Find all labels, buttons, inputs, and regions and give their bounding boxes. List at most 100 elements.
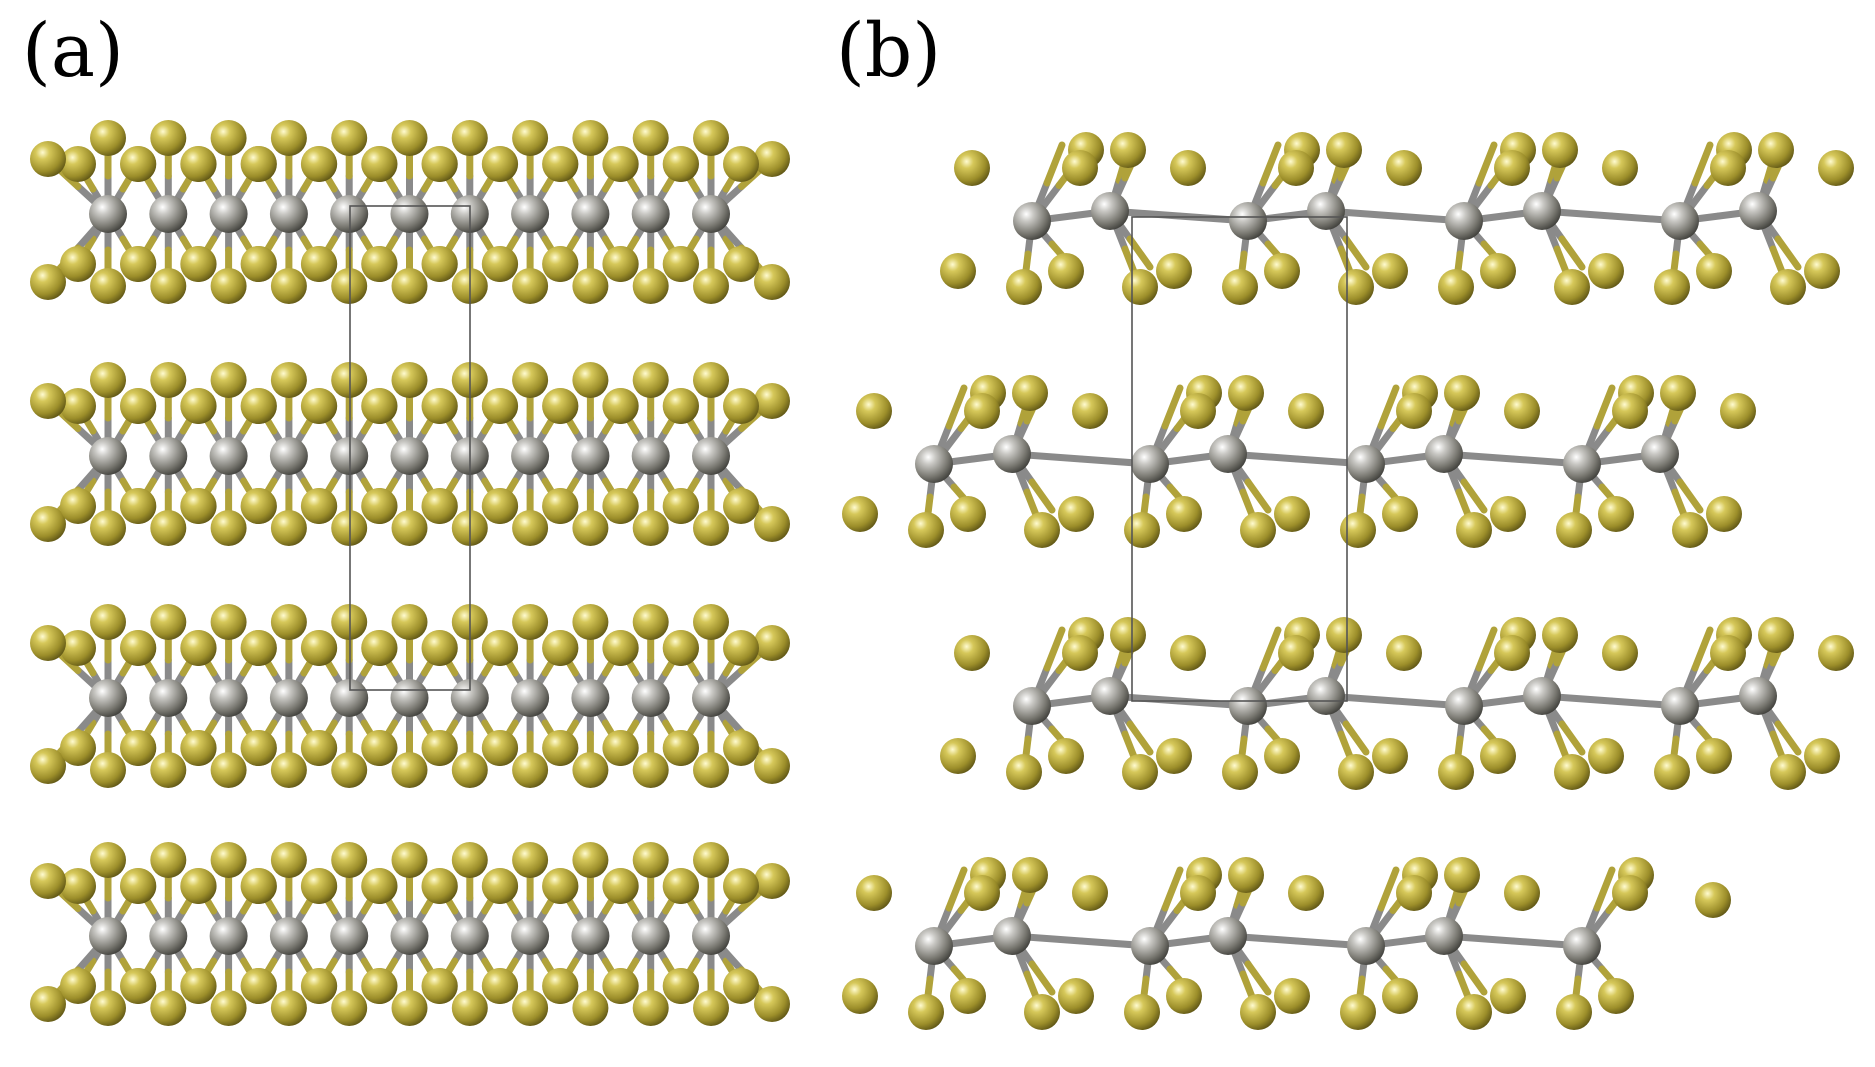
chalcogen-atom	[60, 488, 96, 524]
chalcogen-atom	[451, 842, 488, 878]
chalcogen-atom	[1542, 617, 1578, 653]
chalcogen-atom	[1386, 150, 1422, 186]
metal-atom	[149, 195, 188, 233]
bond-chalcogen-half	[945, 384, 968, 430]
chalcogen-atom	[662, 388, 699, 424]
metal-atom	[1013, 687, 1051, 725]
metal-atom	[1209, 917, 1247, 955]
chalcogen-atom	[723, 730, 759, 766]
chalcogen-atom	[1598, 978, 1634, 1014]
chalcogen-atom	[90, 510, 126, 546]
chalcogen-atom	[391, 268, 428, 304]
bond-chalcogen-half	[1377, 384, 1400, 430]
metal-atom	[450, 679, 489, 717]
chalcogen-atom	[240, 388, 277, 424]
chalcogen-atom	[180, 246, 217, 282]
chalcogen-atom	[1696, 738, 1732, 774]
chalcogen-atom	[210, 990, 247, 1026]
chalcogen-atom	[1372, 738, 1408, 774]
chalcogen-atom	[391, 362, 428, 398]
metal-atom	[1739, 192, 1777, 230]
metal-atom	[1209, 435, 1247, 473]
chalcogen-atom	[1382, 496, 1418, 532]
chalcogen-atom	[693, 510, 729, 546]
chalcogen-atom	[1804, 253, 1840, 289]
chalcogen-atom	[693, 990, 729, 1026]
bond-chalcogen-half	[1593, 866, 1616, 912]
chalcogen-atom	[1554, 754, 1590, 790]
chalcogen-atom	[723, 246, 759, 282]
chalcogen-atom	[1340, 994, 1376, 1030]
chalcogen-atom	[723, 146, 759, 182]
chalcogen-atom	[300, 388, 337, 424]
bond-chalcogen-half	[1676, 478, 1704, 514]
metal-atom	[631, 917, 670, 955]
chalcogen-atom	[361, 488, 398, 524]
bond-chalcogen-half	[1460, 960, 1488, 996]
metal-atom	[1131, 445, 1169, 483]
chalcogen-atom	[421, 146, 458, 182]
metal-atom	[1347, 927, 1385, 965]
chalcogen-atom	[30, 863, 66, 899]
chalcogen-atom	[90, 362, 126, 398]
metal-atom	[209, 195, 248, 233]
chalcogen-atom	[1288, 393, 1324, 429]
chalcogen-atom	[391, 604, 428, 640]
chalcogen-atom	[1264, 738, 1300, 774]
chalcogen-atom	[120, 630, 156, 666]
chalcogen-atom	[1382, 978, 1418, 1014]
chalcogen-atom	[1240, 994, 1276, 1030]
chalcogen-atom	[210, 268, 247, 304]
chalcogen-atom	[693, 752, 729, 788]
chalcogen-atom	[512, 268, 549, 304]
chalcogen-atom	[1170, 635, 1206, 671]
chalcogen-atom	[481, 868, 518, 904]
bond-chalcogen-half	[1028, 478, 1056, 514]
chalcogen-atom	[1696, 253, 1732, 289]
metal-atom	[269, 195, 308, 233]
chalcogen-atom	[1612, 875, 1648, 911]
bond-chalcogen-half	[945, 866, 968, 912]
chalcogen-atom	[662, 868, 699, 904]
chalcogen-atom	[361, 246, 398, 282]
chalcogen-atom	[150, 510, 187, 546]
metal-atom	[1229, 202, 1267, 240]
chalcogen-atom	[30, 383, 66, 419]
metal-atom	[1641, 435, 1679, 473]
chalcogen-atom	[120, 246, 157, 282]
chalcogen-atom	[964, 393, 1000, 429]
chalcogen-atom	[120, 730, 157, 766]
chalcogen-atom	[1660, 375, 1696, 411]
bond-chalcogen-half	[1126, 235, 1154, 271]
chalcogen-atom	[542, 730, 579, 766]
metal-atom	[1091, 192, 1129, 230]
chalcogen-atom	[1770, 754, 1806, 790]
chalcogen-atom	[1122, 269, 1158, 305]
metal-atom	[993, 917, 1031, 955]
chalcogen-atom	[150, 268, 187, 304]
chalcogen-atom	[180, 730, 217, 766]
chalcogen-atom	[940, 253, 976, 289]
metal-atom	[149, 679, 188, 717]
chalcogen-atom	[481, 630, 518, 666]
chalcogen-atom	[632, 842, 669, 878]
chalcogen-atom	[361, 630, 398, 666]
chalcogen-atom	[572, 362, 609, 398]
chalcogen-atom	[391, 510, 428, 546]
bond-chalcogen-half	[1244, 960, 1272, 996]
chalcogen-atom	[1588, 253, 1624, 289]
chalcogen-atom	[150, 362, 187, 398]
bond-chalcogen-half	[1244, 478, 1272, 514]
metal-atom	[1563, 927, 1601, 965]
bond-chalcogen-half	[1043, 141, 1066, 187]
chalcogen-atom	[602, 488, 639, 524]
chalcogen-atom	[1504, 393, 1540, 429]
chalcogen-atom	[451, 120, 488, 156]
metal-atom	[511, 195, 550, 233]
metal-atom	[1013, 202, 1051, 240]
chalcogen-atom	[30, 264, 66, 300]
chalcogen-atom	[754, 506, 790, 542]
bond-chalcogen-half	[1161, 866, 1184, 912]
metal-atom	[692, 195, 730, 233]
chalcogen-atom	[60, 968, 96, 1004]
